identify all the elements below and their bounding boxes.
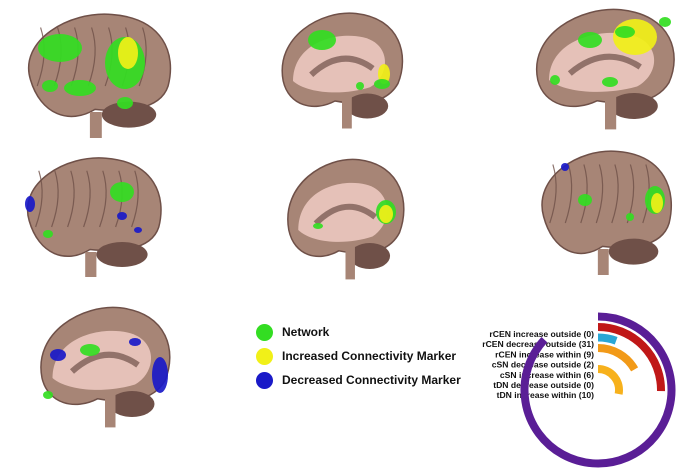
brainstem-shape (345, 245, 355, 280)
brainstem-shape (85, 252, 97, 277)
decreased-marker (134, 227, 142, 233)
network-marker (64, 80, 96, 96)
sulcus-line (611, 164, 619, 224)
increased-marker (379, 205, 393, 223)
network-marker (626, 213, 634, 221)
network-marker (38, 34, 82, 62)
cerebellum-shape (101, 101, 157, 128)
legend-item-decreased: Decreased Connectivity Marker (256, 368, 461, 392)
decreased-dot-icon (256, 371, 273, 389)
ring-arc-2 (597, 323, 665, 392)
network-marker (43, 230, 53, 238)
network-marker (42, 80, 58, 92)
network-marker (80, 344, 100, 356)
marker-legend: Network Increased Connectivity Marker De… (256, 320, 461, 392)
corpus-callosum (69, 351, 140, 374)
network-marker (578, 32, 602, 48)
legend-label: Decreased Connectivity Marker (282, 373, 461, 387)
network-dot-icon (256, 323, 273, 341)
legend-label: Network (282, 325, 330, 339)
sulcus-line (131, 170, 139, 228)
network-marker (615, 26, 635, 38)
network-marker (110, 182, 134, 202)
sulcus-line (564, 164, 573, 224)
brain-view-7 (40, 306, 171, 428)
cortex-shape (26, 157, 162, 258)
cerebellum-shape (608, 238, 659, 265)
increased-marker (651, 193, 663, 213)
brain-view-2 (281, 12, 404, 129)
network-marker (356, 82, 364, 90)
brain-view-5 (287, 158, 405, 280)
decreased-marker (25, 196, 35, 212)
sulcus-line (99, 170, 107, 228)
cerebellum-shape (349, 243, 391, 269)
brainstem-shape (342, 96, 352, 129)
ring-arc-1 (520, 312, 676, 468)
network-marker (374, 79, 390, 89)
sulcus-line (51, 170, 59, 228)
brainstem-shape (605, 95, 617, 130)
decreased-marker (152, 357, 168, 393)
legend-label: Increased Connectivity Marker (282, 349, 457, 363)
ring-label-2: rCEN increase within (9) (495, 349, 594, 359)
network-marker (117, 97, 133, 109)
sulcus-line (87, 27, 96, 87)
brain-view-1 (27, 13, 172, 138)
decreased-marker (117, 212, 127, 220)
corpus-callosum (309, 55, 375, 77)
network-marker (313, 223, 323, 229)
network-marker (578, 194, 592, 206)
network-marker (602, 77, 618, 87)
medial-surface (52, 330, 152, 390)
ring-label-4: cSN increase within (6) (500, 370, 594, 380)
brainstem-shape (105, 393, 116, 428)
increased-dot-icon (256, 347, 273, 365)
decreased-marker (561, 163, 569, 171)
brain-view-3 (535, 8, 675, 130)
corpus-callosum (313, 203, 378, 226)
legend-item-increased: Increased Connectivity Marker (256, 344, 461, 368)
ring-label-3: cSN decrease outside (2) (492, 360, 594, 370)
ring-arcs (520, 312, 676, 468)
cortex-shape (541, 150, 673, 255)
ring-arc-3 (597, 333, 618, 345)
ring-arc-6 (597, 365, 623, 395)
brainstem-shape (597, 249, 609, 275)
network-marker (43, 391, 53, 399)
brain-view-4 (25, 157, 162, 277)
increased-marker (378, 64, 390, 84)
sulcus-line (138, 27, 147, 87)
ring-label-6: tDN increase within (10) (497, 390, 595, 400)
sulcus-line (595, 164, 604, 224)
decreased-marker (50, 349, 66, 361)
cerebellum-shape (609, 93, 658, 119)
sulcus-line (83, 170, 91, 228)
ring-label-5: tDN decrease outside (0) (493, 380, 594, 390)
sulcus-line (580, 164, 588, 224)
sulcus-line (549, 164, 557, 224)
ring-label-0: rCEN increase outside (0) (489, 329, 594, 339)
increased-marker (118, 37, 138, 69)
sulcus-line (35, 170, 43, 228)
medial-surface (293, 35, 385, 93)
cerebellum-shape (96, 242, 148, 267)
corpus-callosum (567, 53, 642, 76)
sulcus-line (67, 170, 75, 228)
brain-view-6 (541, 150, 673, 275)
network-marker (308, 30, 336, 50)
brainstem-shape (89, 112, 102, 138)
ring-labels: rCEN increase outside (0)rCEN decrease o… (482, 329, 594, 400)
ring-arc-4 (597, 344, 639, 372)
decreased-marker (129, 338, 141, 346)
cerebellum-shape (346, 93, 389, 119)
network-marker (659, 17, 671, 27)
network-marker (550, 75, 560, 85)
cerebellum-shape (109, 391, 155, 417)
legend-item-network: Network (256, 320, 461, 344)
